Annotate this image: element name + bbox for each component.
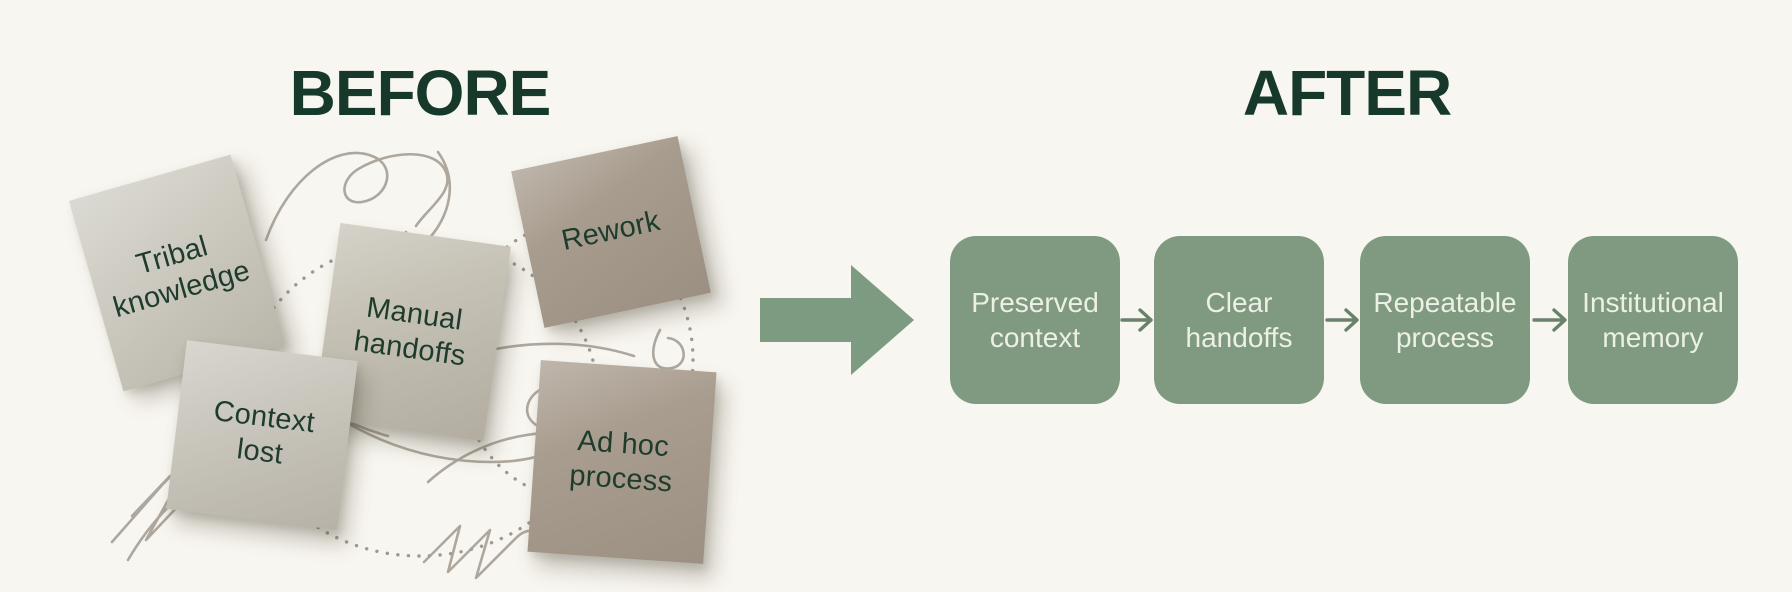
arrow-right-icon <box>1120 308 1153 332</box>
flow-step-label: Repeatable process <box>1373 287 1517 353</box>
flow-step-repeatable-process: Repeatable process <box>1360 236 1530 404</box>
arrow-right-icon <box>1325 308 1359 332</box>
after-process-flow: Preserved context Clear handoffs Repeata… <box>950 236 1738 404</box>
flow-step-preserved-context: Preserved context <box>950 236 1120 404</box>
flow-step-label: Clear handoffs <box>1185 287 1293 353</box>
before-heading: BEFORE <box>289 57 552 129</box>
after-heading: AFTER <box>1242 57 1452 129</box>
arrow-right-icon <box>1532 308 1567 332</box>
flow-step-label: Preserved context <box>971 287 1099 353</box>
flow-step-clear-handoffs: Clear handoffs <box>1154 236 1324 404</box>
flow-step-label: Institutional memory <box>1582 287 1724 353</box>
flow-step-institutional-memory: Institutional memory <box>1568 236 1738 404</box>
